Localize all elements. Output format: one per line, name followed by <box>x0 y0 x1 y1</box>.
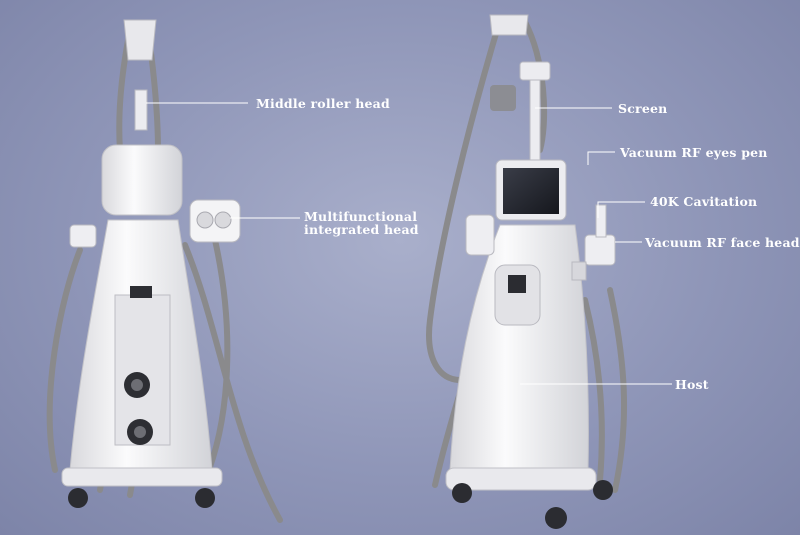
left-machine-rear-view <box>46 19 283 523</box>
label-screen: Screen <box>618 101 668 116</box>
label-middle-roller-head: Middle roller head <box>256 96 390 111</box>
label-vacuum-rf-face-head: Vacuum RF face head <box>645 235 800 250</box>
label-40k-cavitation: 40K Cavitation <box>650 194 758 209</box>
label-vacuum-rf-eyes-pen: Vacuum RF eyes pen <box>620 145 768 160</box>
multifunctional-head-graphic <box>189 199 241 243</box>
label-host: Host <box>675 377 709 392</box>
right-machine-front-view <box>426 14 628 529</box>
label-multifunctional-line1: Multifunctional <box>304 209 418 224</box>
leader-lines <box>146 102 672 385</box>
screen-display <box>503 168 559 214</box>
label-multifunctional-line2: integrated head <box>304 222 419 237</box>
